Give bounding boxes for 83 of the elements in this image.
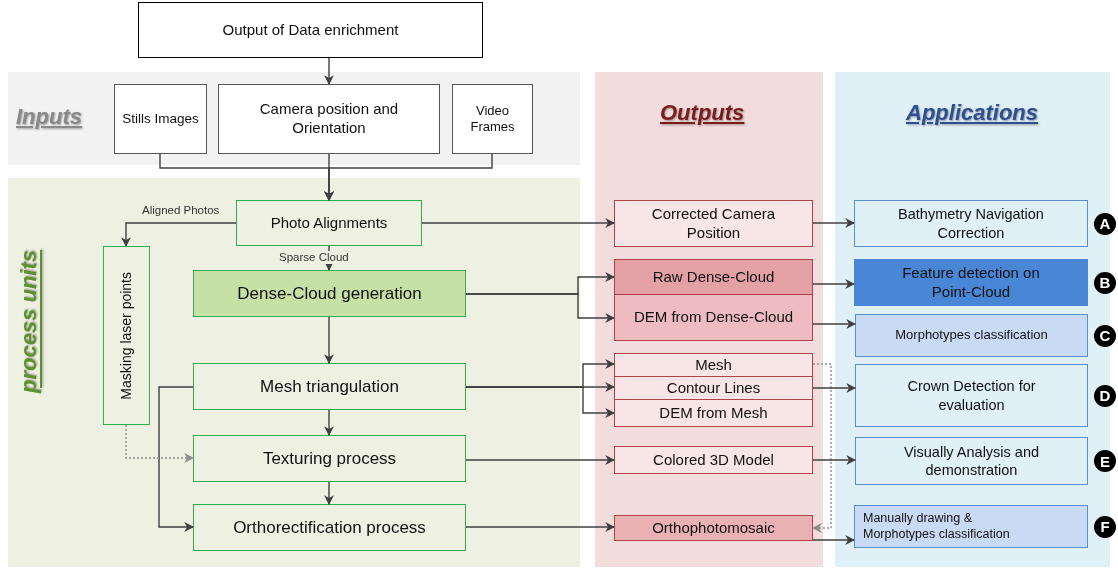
arrow — [158, 386, 194, 532]
application-box — [854, 259, 1088, 306]
application-box — [854, 200, 1088, 247]
box-label: Mesh triangulation — [260, 375, 399, 398]
arrow — [812, 383, 856, 393]
box-label: Dense-Cloud generation — [237, 282, 422, 305]
box-label: DEM from Mesh — [659, 403, 768, 423]
application-box — [854, 505, 1088, 548]
letter-marker: F — [1094, 515, 1116, 538]
process-box — [103, 246, 150, 425]
process-box — [193, 435, 466, 482]
output-box — [614, 515, 813, 541]
box-label: Video Frames — [469, 102, 516, 136]
input-box — [452, 84, 533, 154]
edge-label: Sparse Cloud — [277, 251, 351, 264]
arrow — [465, 522, 615, 532]
process-box — [193, 504, 466, 551]
application-box — [855, 364, 1088, 427]
box-label: Morphotypes classification — [895, 327, 1048, 344]
input-box — [218, 84, 440, 154]
panel-heading: process units — [16, 250, 42, 394]
arrow — [324, 481, 334, 505]
output-box — [614, 399, 813, 427]
arrow — [465, 293, 615, 323]
process-box — [236, 200, 422, 246]
box-label: Photo Alignments — [270, 213, 388, 233]
arrow — [812, 218, 855, 228]
arrow — [812, 455, 856, 465]
box-label: Stills Images — [122, 110, 199, 128]
arrow — [812, 319, 856, 329]
box-label: DEM from Dense-Cloud — [633, 308, 794, 327]
box-label: Visually Analysis and demonstration — [902, 442, 1041, 480]
input-box — [114, 84, 207, 154]
arrow — [324, 57, 334, 85]
box-label: Feature detection on Point-Cloud — [901, 263, 1041, 302]
box-label: Orthophotomosaic — [652, 518, 775, 538]
letter-marker: B — [1094, 271, 1116, 294]
arrow — [421, 218, 615, 228]
arrow — [121, 222, 237, 247]
process-panel — [8, 178, 580, 567]
output-box — [614, 353, 813, 377]
arrow — [324, 409, 334, 436]
edge-label: Aligned Photos — [140, 204, 222, 217]
box-label: Raw Dense-Cloud — [652, 267, 775, 287]
application-box — [855, 314, 1088, 357]
arrow — [812, 363, 832, 533]
letter-marker: C — [1094, 324, 1116, 347]
inputs-panel — [8, 72, 580, 165]
box-label: Texturing process — [262, 447, 397, 470]
arrow — [125, 424, 194, 463]
box-label: Masking laser points — [117, 271, 135, 400]
panel-heading: Inputs — [16, 104, 82, 130]
process-box — [193, 363, 466, 410]
arrow — [465, 386, 615, 418]
output-box — [614, 446, 813, 474]
panel-heading: Applications — [906, 100, 1038, 126]
box-label: Bathymetry Navigation Correction — [897, 205, 1045, 242]
letter-marker: A — [1094, 212, 1116, 235]
box-label: Crown Detection for evaluation — [906, 377, 1037, 414]
application-box — [855, 437, 1088, 485]
box-label: Orthorectification process — [233, 516, 426, 539]
arrow — [324, 153, 493, 201]
output-box — [614, 376, 813, 400]
arrow — [324, 316, 334, 364]
box-label: Mesh — [695, 355, 732, 375]
arrow — [812, 535, 855, 545]
box-label: Manually drawing & Morphotypes classification — [863, 510, 1011, 543]
box-label: Camera position and Orientation — [258, 100, 400, 138]
letter-marker: E — [1094, 450, 1116, 472]
process-box — [138, 2, 483, 58]
box-label: Corrected Camera Position — [650, 204, 777, 243]
output-box — [614, 259, 813, 295]
arrow — [812, 279, 855, 289]
process-box — [193, 270, 466, 317]
arrow — [465, 455, 615, 465]
letter-marker: D — [1094, 384, 1116, 407]
outputs-panel — [595, 72, 823, 567]
output-box — [614, 200, 813, 247]
panel-heading: Outputs — [660, 100, 745, 126]
box-label: Contour Lines — [666, 378, 761, 398]
box-label: Output of Data enrichment — [222, 20, 399, 40]
output-box — [614, 294, 813, 341]
box-label: Colored 3D Model — [653, 450, 774, 470]
